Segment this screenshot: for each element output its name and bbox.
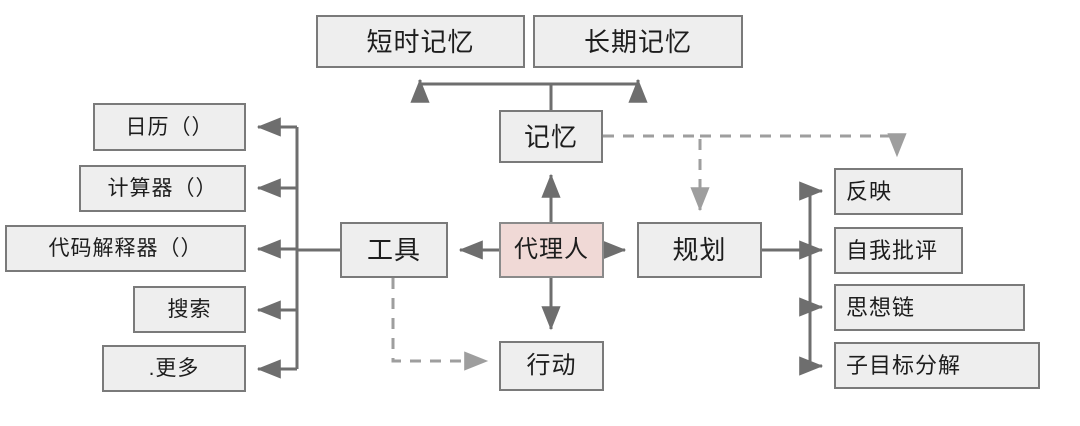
node-label-tools: 工具 bbox=[366, 235, 421, 265]
node-self-critique[interactable]: 自我批评 bbox=[834, 227, 963, 274]
node-chain-of-thought[interactable]: 思想链 bbox=[834, 284, 1025, 331]
node-long-term-memory[interactable]: 长期记忆 bbox=[533, 15, 743, 68]
node-tools[interactable]: 工具 bbox=[340, 222, 448, 278]
node-label-calendar: 日历（） bbox=[125, 115, 214, 139]
edge-memory-to-reflection-dashed bbox=[700, 133, 907, 158]
node-label-calculator: 计算器（） bbox=[107, 177, 218, 200]
node-label-long-term-memory: 长期记忆 bbox=[583, 26, 692, 57]
node-reflection[interactable]: 反映 bbox=[834, 168, 963, 215]
node-calculator[interactable]: 计算器（） bbox=[79, 165, 246, 212]
node-label-action: 行动 bbox=[526, 352, 577, 379]
node-label-code-interpreter: 代码解释器（） bbox=[48, 237, 203, 260]
node-more[interactable]: .更多 bbox=[102, 345, 246, 392]
edge-memory-to-short-term bbox=[410, 78, 553, 110]
node-label-more: .更多 bbox=[148, 357, 200, 380]
node-label-memory: 记忆 bbox=[523, 121, 578, 152]
edge-memory-to-planning-dashed bbox=[603, 134, 710, 212]
node-label-self-critique: 自我批评 bbox=[846, 237, 939, 263]
node-planning[interactable]: 规划 bbox=[637, 222, 762, 278]
node-label-agent: 代理人 bbox=[514, 236, 589, 263]
node-calendar[interactable]: 日历（） bbox=[93, 103, 246, 151]
node-label-chain-of-thought: 思想链 bbox=[846, 294, 916, 320]
node-subgoal-decomposition[interactable]: 子目标分解 bbox=[834, 342, 1040, 389]
node-agent[interactable]: 代理人 bbox=[499, 222, 604, 278]
node-label-short-term-memory: 短时记忆 bbox=[366, 26, 475, 57]
edge-memory-to-long-term bbox=[551, 78, 648, 103]
edge-tools-to-action-dashed bbox=[391, 278, 489, 371]
node-action[interactable]: 行动 bbox=[499, 341, 604, 391]
node-label-planning: 规划 bbox=[672, 235, 727, 265]
node-short-term-memory[interactable]: 短时记忆 bbox=[316, 15, 525, 68]
node-label-reflection: 反映 bbox=[846, 178, 893, 204]
node-label-search: 搜索 bbox=[167, 298, 212, 321]
node-code-interpreter[interactable]: 代码解释器（） bbox=[5, 225, 246, 272]
node-label-subgoal-decomposition: 子目标分解 bbox=[846, 352, 962, 378]
node-memory[interactable]: 记忆 bbox=[499, 110, 603, 163]
node-search[interactable]: 搜索 bbox=[133, 286, 246, 333]
